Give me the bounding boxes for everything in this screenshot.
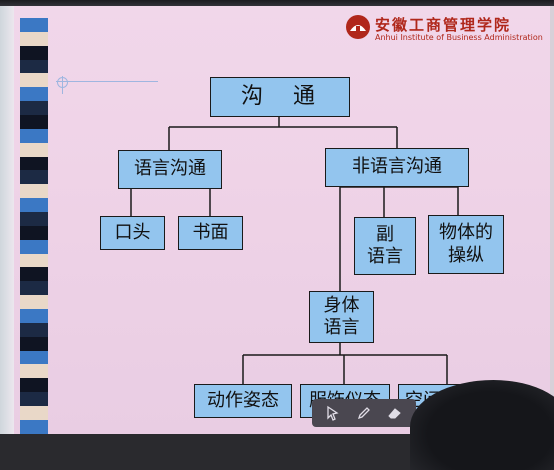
node-oral: 口头 (100, 216, 165, 250)
monitor-bezel-top (0, 0, 554, 8)
stripe-segment (20, 156, 48, 171)
stripe-segment (20, 198, 48, 213)
node-object-manipulation-line1: 物体的 (439, 222, 493, 243)
node-verbal-communication-label: 语言沟通 (134, 158, 206, 180)
eraser-icon[interactable] (387, 405, 403, 421)
guide-line-horizontal (56, 81, 158, 82)
school-name-en: Anhui Institute of Business Administrati… (375, 33, 543, 42)
stripe-segment (20, 336, 48, 351)
stripe-segment (20, 115, 48, 129)
node-oral-label: 口头 (114, 221, 151, 243)
school-name-cn: 安徽工商管理学院 (375, 16, 512, 34)
pen-icon[interactable] (356, 405, 372, 421)
stripe-segment (20, 87, 48, 102)
diagram-connectors (130, 116, 459, 385)
annotation-toolbar (312, 399, 416, 427)
node-object-manipulation-line2: 操纵 (448, 244, 484, 266)
school-logo: 安徽工商管理学院 Anhui Institute of Business Adm… (345, 14, 545, 48)
guide-crosshair (57, 77, 68, 88)
stripe-segment (20, 184, 48, 199)
monitor-bezel-right (550, 6, 554, 434)
stripe-segment (20, 142, 48, 157)
stripe-segment (20, 267, 48, 282)
stripe-segment (20, 212, 48, 226)
node-body-language-line2: 语言 (323, 317, 360, 338)
stripe-segment (20, 364, 48, 379)
stripe-segment (20, 31, 48, 46)
node-body-language-line1: 身体 (323, 294, 360, 316)
stripe-segment (20, 406, 48, 420)
stripe-segment (20, 322, 48, 337)
node-nonverbal-communication-label: 非语言沟通 (352, 156, 442, 178)
node-object-manipulation: 物体的 操纵 (428, 215, 504, 274)
stripe-segment (20, 59, 48, 74)
stripe-segment (20, 128, 48, 143)
school-emblem-icon (346, 15, 370, 39)
stripe-segment (20, 295, 48, 310)
node-posture: 动作姿态 (194, 384, 292, 418)
stripe-segment (20, 392, 48, 407)
decorative-stripe-bar (20, 18, 48, 434)
stripe-segment (20, 225, 48, 240)
node-nonverbal-communication: 非语言沟通 (325, 148, 469, 187)
stripe-segment (20, 239, 48, 254)
stripe-segment (20, 350, 48, 365)
stripe-segment (20, 101, 48, 116)
node-verbal-communication: 语言沟通 (118, 150, 222, 189)
monitor-bezel-left (0, 6, 14, 434)
node-paralanguage: 副 语言 (354, 217, 416, 275)
node-paralanguage-line2: 语言 (367, 246, 403, 267)
node-communication: 沟 通 (210, 77, 350, 117)
stripe-segment (20, 45, 48, 60)
stripe-segment (20, 378, 48, 393)
stripe-segment (20, 253, 48, 268)
node-paralanguage-line1: 副 (376, 223, 394, 245)
stripe-segment (20, 419, 48, 434)
stripe-segment (20, 73, 48, 88)
stripe-segment (20, 18, 48, 32)
node-body-language: 身体 语言 (309, 291, 374, 343)
node-communication-label: 沟 通 (240, 84, 319, 110)
node-written: 书面 (178, 216, 243, 250)
stripe-segment (20, 281, 48, 296)
pointer-icon[interactable] (325, 405, 341, 421)
node-written-label: 书面 (192, 221, 229, 243)
stripe-segment (20, 309, 48, 323)
stripe-segment (20, 170, 48, 185)
node-posture-label: 动作姿态 (207, 389, 279, 411)
